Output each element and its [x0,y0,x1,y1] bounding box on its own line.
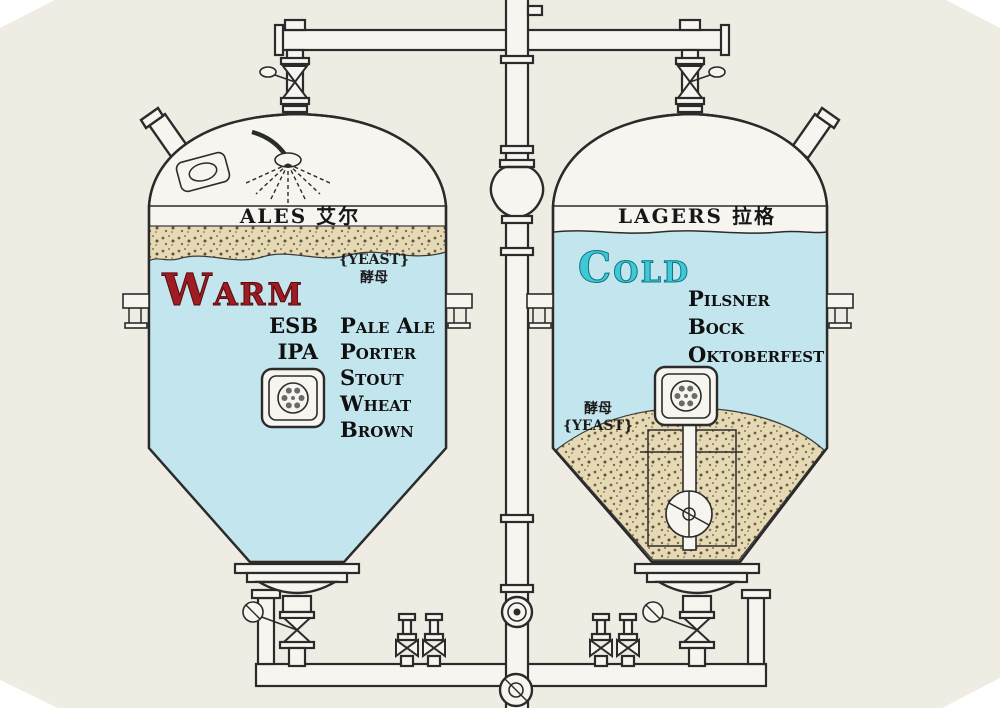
ale-style-porter: Porter [340,339,417,364]
ale-krausen-yeast-layer [148,225,447,263]
top-header-pipe [273,18,731,57]
warm-label: Warm [161,265,304,316]
ale-porthole-icon [260,367,326,429]
lager-tank [551,112,829,564]
ale-style-wheat: Wheat [339,391,412,416]
center-pipe [489,0,545,708]
lager-style-oktoberfest: Oktoberfest [688,342,825,367]
ale-style-brown: Brown [340,417,414,442]
ale-style-pale-ale: Pale Ale [340,313,435,338]
sight-glass-fitting [489,165,545,219]
scan-corner [0,680,58,708]
lager-style-bock: Bock [688,314,745,339]
scan-corner [0,0,55,28]
cold-label: Cold [578,243,690,292]
ale-style-ipa: IPA [278,339,319,364]
ale-header-label: ALES 艾尔 [239,204,360,228]
lager-yeast-label-en: {YEAST} [563,418,633,434]
ale-tank [147,112,448,564]
ale-tank-outline [147,112,448,564]
dome-hatch-icon [175,151,231,193]
lager-tank-outline [551,112,829,564]
scan-corner [942,678,1000,708]
center-pipe-valve-icon [500,595,534,629]
lager-liquid-surface [553,230,827,234]
scan-corner [946,0,1000,28]
ale-style-esb: ESB [269,313,318,338]
lager-style-pilsner: Pilsner [688,286,770,311]
pump-icon [498,672,534,708]
lager-header-label: LAGERS 拉格 [618,204,776,228]
lager-internal-mechanism [640,409,742,551]
ale-yeast-label-cn: 酵母 [360,269,388,286]
lager-yeast-label-cn: 酵母 [584,400,612,417]
lager-porthole-icon [653,365,719,427]
ale-style-stout: Stout [340,365,404,390]
sprayball-icon [245,129,331,204]
ale-yeast-label-en: {YEAST} [339,252,409,268]
